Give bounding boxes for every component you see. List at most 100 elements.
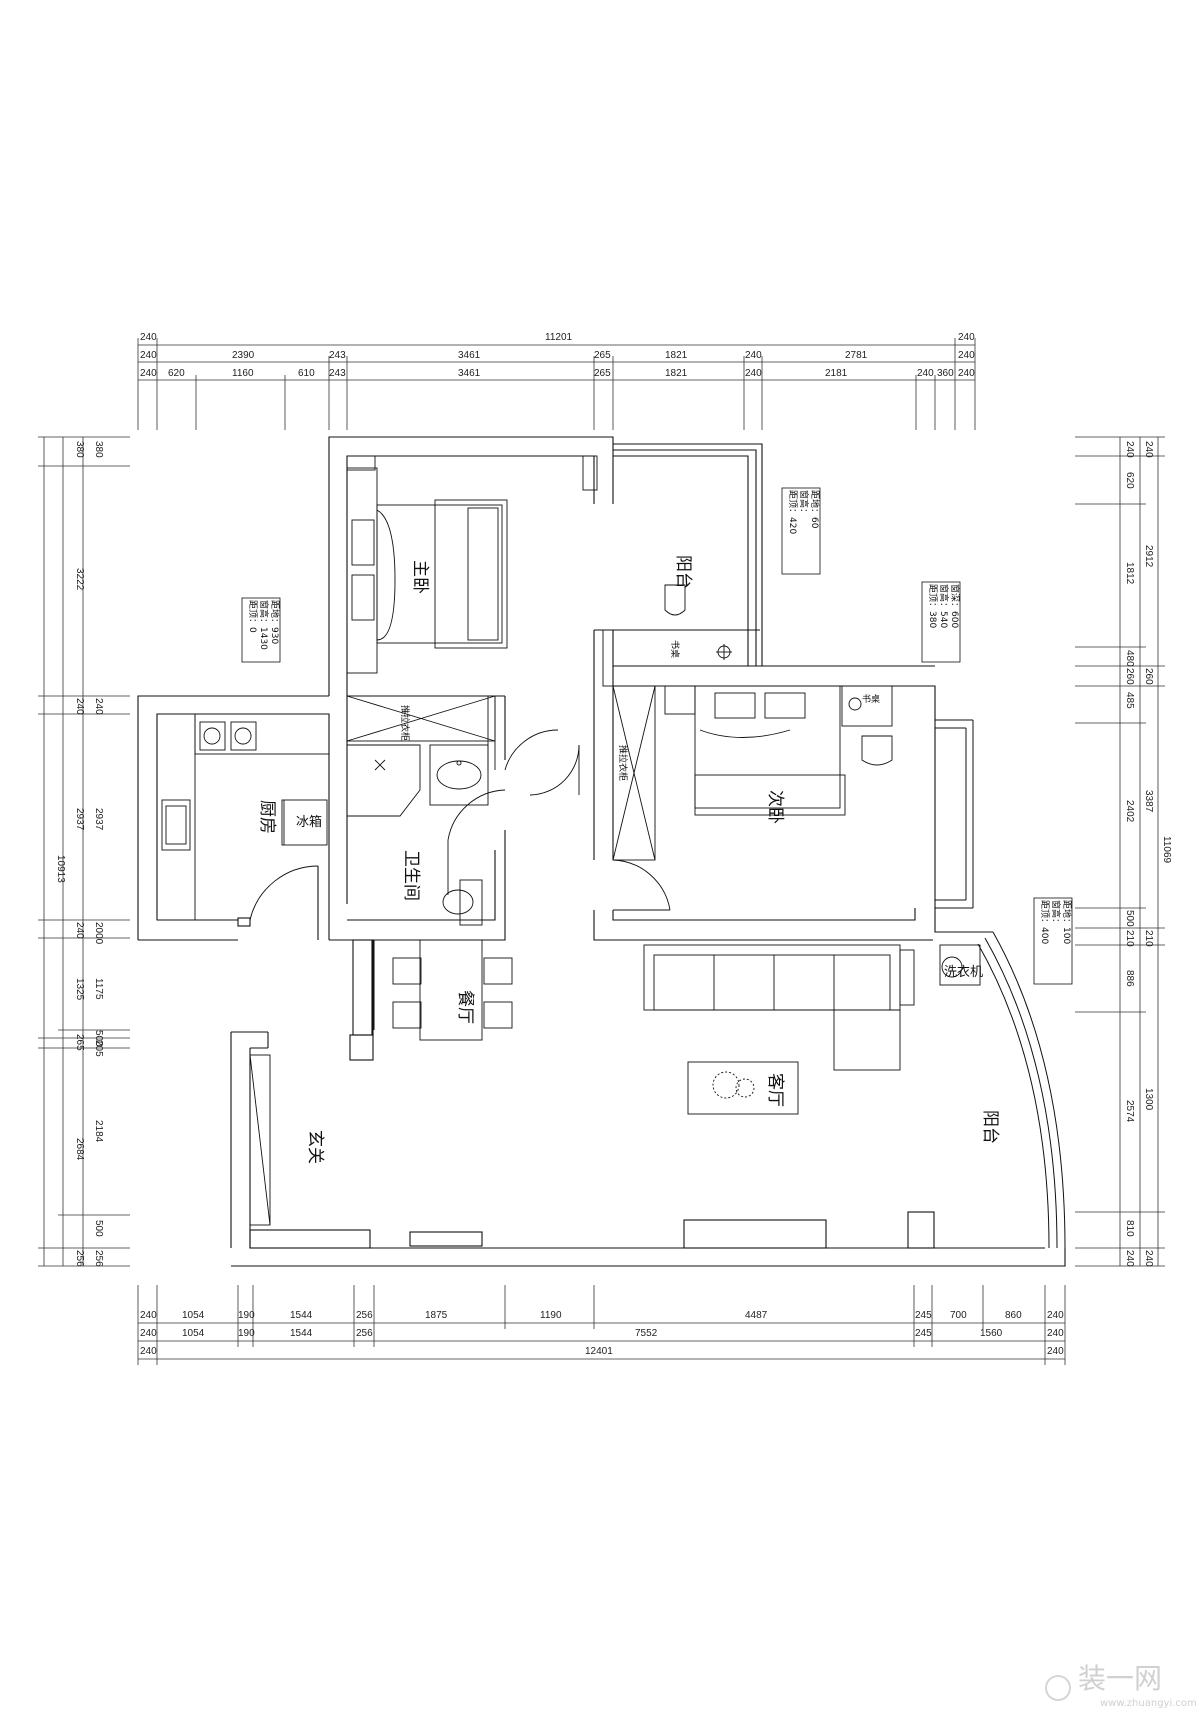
svg-text:3461: 3461 [458,350,481,361]
svg-text:620: 620 [1124,472,1135,489]
svg-text:243: 243 [329,350,346,361]
entry-cabinet [249,1054,271,1226]
svg-text:610: 610 [298,368,315,379]
svg-text:距顶：380: 距顶：380 [927,584,938,628]
top-dim-row3: 240 620 1160 610 243 3461 265 1821 240 2… [140,368,975,379]
svg-text:240: 240 [140,1310,157,1321]
second-bedroom-furniture [612,685,893,861]
wardrobe-master [346,695,496,770]
svg-text:256: 256 [93,1250,104,1267]
label-wardrobe-master: 推拉衣柜 [399,705,411,741]
fixture-labels: 冰箱 洗衣机 推拉衣柜 推拉衣柜 书桌 书桌 [296,640,983,980]
svg-text:256: 256 [356,1310,373,1321]
right-dim-col1: 240 2912 260 3387 210 1300 240 [1143,441,1154,1267]
svg-text:240: 240 [74,698,85,715]
label-desk-1: 书桌 [669,640,681,658]
svg-text:210: 210 [1143,930,1154,947]
svg-text:240: 240 [958,350,975,361]
dim-label: 11201 [545,332,573,343]
svg-text:2184: 2184 [93,1120,104,1143]
label-washer: 洗衣机 [944,964,983,980]
svg-text:240: 240 [1124,441,1135,458]
svg-text:500: 500 [1124,910,1135,927]
kitchen-fixtures [156,713,330,921]
master-bed [346,455,598,674]
svg-text:4487: 4487 [745,1310,768,1321]
label-dining: 餐厅 [455,990,475,1024]
svg-text:245: 245 [915,1310,932,1321]
bath-inner-door [504,729,559,771]
north-balcony-furniture [602,584,749,687]
second-bedroom-door [612,859,671,911]
svg-text:240: 240 [958,368,975,379]
svg-text:205: 205 [93,1040,104,1057]
svg-text:210: 210 [1124,930,1135,947]
window-note-east-balcony: 距顶：400 窗高： 距地：100 [1033,897,1073,985]
label-entry: 玄关 [305,1130,325,1164]
bottom-dimensions [137,1285,1066,1365]
left-dim-col1: 380 3222 240 2937 240 1325 265 2684 256 [74,441,85,1267]
svg-text:380: 380 [74,441,85,458]
bathroom-fixtures [347,744,489,926]
dining-set [371,939,513,1041]
svg-text:1190: 1190 [540,1310,562,1321]
svg-text:窗高：1430: 窗高：1430 [258,600,270,650]
svg-text:256: 256 [74,1250,85,1267]
svg-text:窗高：: 窗高： [798,490,810,517]
svg-text:1812: 1812 [1124,562,1135,585]
watermark: 装一网 www.zhuangyi.com [1045,1662,1197,1709]
svg-text:7552: 7552 [635,1328,658,1339]
svg-text:240: 240 [1047,1310,1064,1321]
room-labels: 主卧 阳台 次卧 厨房 卫生间 餐厅 客厅 玄关 阳台 [257,555,1000,1164]
svg-text:240: 240 [1047,1328,1064,1339]
svg-text:2390: 2390 [232,350,255,361]
svg-text:860: 860 [1005,1310,1022,1321]
svg-text:245: 245 [915,1328,932,1339]
svg-text:1325: 1325 [74,978,85,1001]
svg-text:243: 243 [329,368,346,379]
svg-text:距地：930: 距地：930 [269,600,281,644]
east-balcony-curve [935,719,1066,1249]
svg-text:240: 240 [1143,441,1154,458]
walls [137,436,1066,1267]
svg-text:265: 265 [594,350,611,361]
svg-text:240: 240 [745,350,762,361]
svg-text:240: 240 [1143,1250,1154,1267]
svg-text:窗高：540: 窗高：540 [938,584,950,628]
svg-text:距顶：420: 距顶：420 [787,490,798,534]
svg-text:240: 240 [917,368,934,379]
svg-text:480: 480 [1124,650,1135,667]
svg-text:240: 240 [140,368,157,379]
svg-text:1054: 1054 [182,1310,205,1321]
dim-label: 240 [958,332,975,343]
svg-text:810: 810 [1124,1220,1135,1237]
svg-text:距顶：400: 距顶：400 [1039,900,1050,944]
svg-text:1544: 1544 [290,1328,313,1339]
svg-text:190: 190 [238,1328,255,1339]
svg-text:240: 240 [74,922,85,939]
svg-text:240: 240 [140,1346,157,1357]
svg-text:700: 700 [950,1310,967,1321]
washer [939,944,981,986]
svg-text:260: 260 [1143,668,1154,685]
svg-text:265: 265 [74,1034,85,1051]
svg-text:240: 240 [140,350,157,361]
bottom-dim-row1: 240 1054 190 1544 256 1875 1190 4487 245… [140,1310,1064,1321]
svg-text:1160: 1160 [232,368,254,379]
window-note-second-bedroom: 距顶：380 窗高：540 窗深：600 [921,581,961,663]
master-door [529,744,580,796]
watermark-url: www.zhuangyi.com [1100,1698,1197,1709]
svg-text:1821: 1821 [665,350,688,361]
svg-text:3387: 3387 [1143,790,1154,813]
svg-text:1054: 1054 [182,1328,205,1339]
svg-text:距地：60: 距地：60 [809,490,821,529]
svg-text:2684: 2684 [74,1138,85,1161]
label-second-bedroom: 次卧 [765,790,785,824]
kitchen-door-swing [249,865,319,921]
svg-text:240: 240 [140,1328,157,1339]
bottom-dim-row2: 240 1054 190 1544 256 7552 245 1560 240 [140,1328,1064,1339]
svg-text:2181: 2181 [825,368,848,379]
left-dim-col2: 380 240 2937 2000 1175 500 205 2184 500 … [93,441,104,1267]
svg-text:886: 886 [1124,970,1135,987]
svg-text:380: 380 [93,441,104,458]
